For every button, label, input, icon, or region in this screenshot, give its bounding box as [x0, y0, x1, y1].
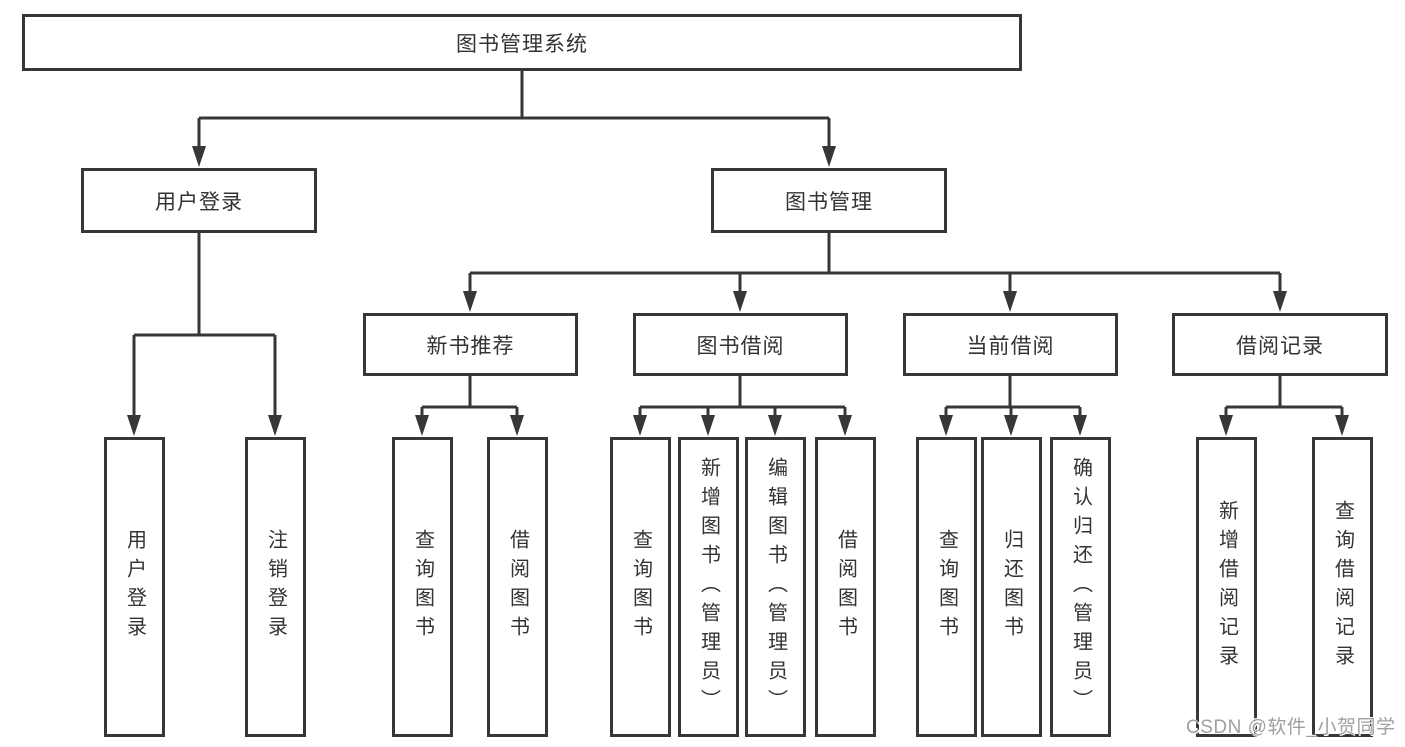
leaf-confirm-return-admin: 确认归还（管理员） — [1050, 437, 1111, 737]
arrowhead-icon — [733, 291, 747, 312]
leaf-logout: 注销登录 — [245, 437, 306, 737]
node-label: 新增借阅记录 — [1215, 500, 1238, 674]
node-label: 用户登录 — [155, 190, 243, 214]
arrowhead-icon — [768, 415, 782, 436]
node-label: 图书管理系统 — [456, 32, 588, 56]
node-borrowing-records: 借阅记录 — [1172, 313, 1388, 376]
arrowhead-icon — [1273, 291, 1287, 312]
arrowhead-icon — [1219, 415, 1233, 436]
node-label: 归还图书 — [1000, 529, 1023, 645]
node-label: 查询图书 — [411, 529, 434, 645]
node-label: 借阅图书 — [506, 529, 529, 645]
node-book-borrowing: 图书借阅 — [633, 313, 848, 376]
node-label: 用户登录 — [123, 529, 146, 645]
node-label: 借阅图书 — [834, 529, 857, 645]
arrowhead-icon — [838, 415, 852, 436]
node-label: 图书借阅 — [696, 334, 785, 358]
node-label: 确认归还（管理员） — [1069, 456, 1092, 718]
arrowhead-icon — [127, 415, 141, 436]
node-user-login: 用户登录 — [81, 168, 317, 233]
node-current-borrowing: 当前借阅 — [903, 313, 1118, 376]
arrowhead-icon — [463, 291, 477, 312]
arrowhead-icon — [1335, 415, 1349, 436]
node-label: 图书管理 — [785, 190, 873, 214]
arrowhead-icon — [1004, 415, 1018, 436]
node-label: 借阅记录 — [1236, 334, 1324, 358]
node-label: 新增图书（管理员） — [697, 456, 720, 718]
leaf-edit-books-admin: 编辑图书（管理员） — [745, 437, 806, 737]
leaf-borrow-books: 借阅图书 — [815, 437, 876, 737]
arrowhead-icon — [701, 415, 715, 436]
leaf-query-books-current: 查询图书 — [916, 437, 977, 737]
node-label: 查询图书 — [935, 529, 958, 645]
arrowhead-icon — [415, 415, 429, 436]
node-label: 当前借阅 — [966, 334, 1055, 358]
node-label: 查询借阅记录 — [1331, 500, 1354, 674]
arrowhead-icon — [1073, 415, 1087, 436]
node-label: 查询图书 — [629, 529, 652, 645]
node-book-management: 图书管理 — [711, 168, 947, 233]
node-label: 新书推荐 — [426, 334, 515, 358]
arrowhead-icon — [510, 415, 524, 436]
leaf-query-borrow-record: 查询借阅记录 — [1312, 437, 1373, 737]
node-new-book-recommendation: 新书推荐 — [363, 313, 578, 376]
leaf-query-books-borrowing: 查询图书 — [610, 437, 671, 737]
watermark: CSDN @软件_小贺同学 — [1186, 717, 1396, 738]
leaf-user-login: 用户登录 — [104, 437, 165, 737]
arrowhead-icon — [822, 146, 836, 167]
arrowhead-icon — [1003, 291, 1017, 312]
leaf-return-books: 归还图书 — [981, 437, 1042, 737]
leaf-add-borrow-record: 新增借阅记录 — [1196, 437, 1257, 737]
arrowhead-icon — [192, 146, 206, 167]
leaf-query-books-recommend: 查询图书 — [392, 437, 453, 737]
arrowhead-icon — [633, 415, 647, 436]
arrowhead-icon — [268, 415, 282, 436]
node-label: 注销登录 — [264, 529, 287, 645]
leaf-add-books-admin: 新增图书（管理员） — [678, 437, 739, 737]
node-library-management-system: 图书管理系统 — [22, 14, 1022, 71]
arrowhead-icon — [939, 415, 953, 436]
node-label: 编辑图书（管理员） — [764, 456, 787, 718]
leaf-borrow-books-recommend: 借阅图书 — [487, 437, 548, 737]
